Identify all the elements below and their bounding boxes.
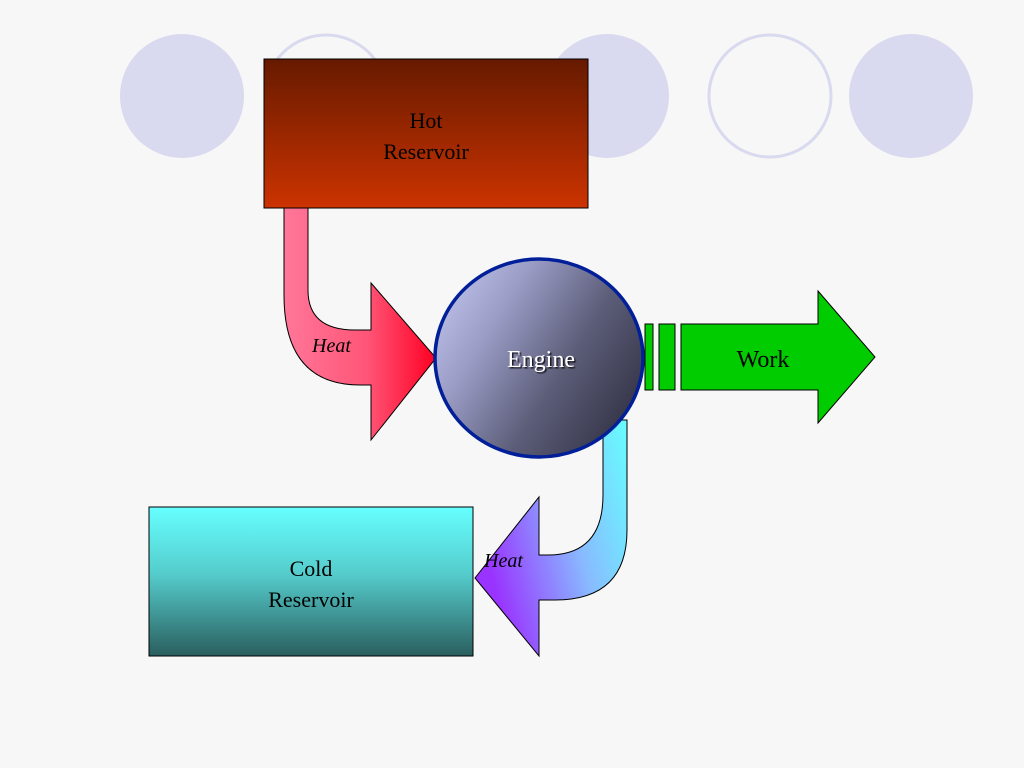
engine-circle	[433, 257, 645, 459]
heat-in-arrow-shape	[283, 207, 437, 442]
work-arrow-stripe-2	[658, 323, 676, 391]
cold-reservoir-label-line2: Reservoir	[268, 587, 354, 612]
hot-reservoir: Hot Reservoir	[263, 58, 589, 209]
heat-in-arrow: Heat	[283, 207, 437, 442]
hot-reservoir-label-line1: Hot	[410, 108, 443, 133]
heat-in-label: Heat	[311, 335, 351, 357]
hot-reservoir-box	[263, 58, 589, 209]
heat-out-label: Heat	[483, 550, 523, 572]
decor-circle-filled-1	[120, 34, 244, 158]
work-arrow-stripe-1	[644, 323, 654, 391]
cold-reservoir: Cold Reservoir	[148, 506, 474, 657]
heat-out-arrow-shape	[474, 419, 628, 658]
cold-reservoir-box	[148, 506, 474, 657]
engine-label: Engine	[507, 347, 575, 373]
hot-reservoir-label-line2: Reservoir	[383, 139, 469, 164]
work-arrow-shape	[680, 289, 876, 425]
work-label: Work	[737, 347, 790, 373]
decor-circle-filled-3	[849, 34, 973, 158]
cold-reservoir-label-line1: Cold	[290, 556, 333, 581]
decor-circle-outline-2	[707, 33, 833, 159]
work-arrow: Work	[644, 289, 876, 425]
engine: Engine	[433, 257, 645, 459]
heat-out-arrow: Heat	[474, 419, 628, 658]
